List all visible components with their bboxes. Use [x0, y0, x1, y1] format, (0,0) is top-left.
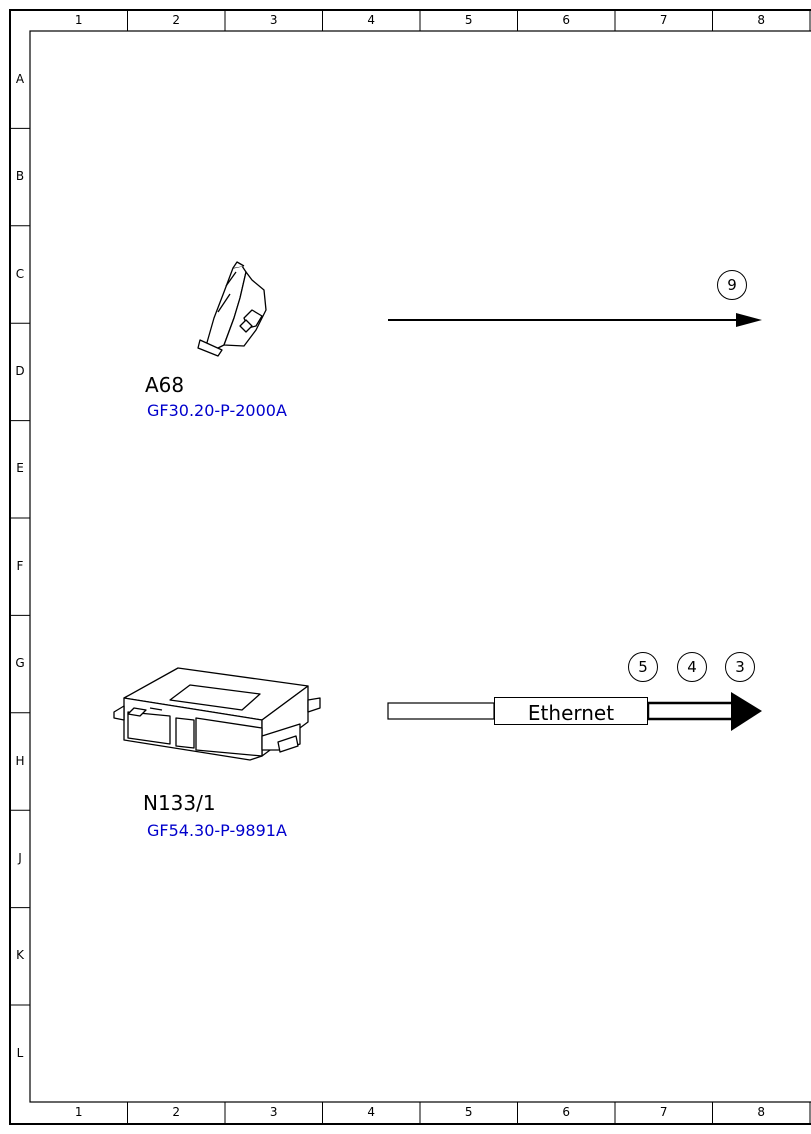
column-label-3: 3: [269, 1105, 278, 1119]
column-label-5: 5: [464, 13, 473, 27]
a68-pedal-icon: [197, 261, 267, 357]
row-label-J: J: [18, 850, 22, 865]
column-label-4: 4: [367, 1105, 376, 1119]
reference-circle-5[interactable]: 5: [628, 652, 658, 682]
component-n133-1-doc-link[interactable]: GF54.30-P-9891A: [147, 821, 287, 840]
arrowhead-9: [736, 313, 762, 327]
column-label-2: 2: [172, 13, 181, 27]
column-label-4: 4: [367, 13, 376, 27]
row-label-A: A: [15, 71, 25, 86]
row-label-H: H: [15, 753, 25, 768]
row-label-G: G: [15, 656, 25, 671]
column-label-1: 1: [74, 1105, 83, 1119]
row-label-C: C: [15, 266, 25, 281]
row-label-E: E: [16, 461, 24, 476]
row-label-B: B: [15, 169, 25, 184]
row-label-K: K: [16, 948, 24, 963]
inner-frame: [29, 30, 811, 1103]
column-label-8: 8: [757, 1105, 766, 1119]
bus-tail: [387, 702, 495, 720]
reference-circle-4[interactable]: 4: [677, 652, 707, 682]
n133-1-control-unit-icon: [113, 667, 321, 761]
reference-circle-3[interactable]: 3: [725, 652, 755, 682]
column-label-2: 2: [172, 1105, 181, 1119]
column-label-7: 7: [659, 13, 668, 27]
column-label-6: 6: [562, 13, 571, 27]
outer-frame: [9, 9, 811, 1125]
component-n133-1-label: N133/1: [143, 791, 216, 815]
column-label-1: 1: [74, 13, 83, 27]
column-label-3: 3: [269, 13, 278, 27]
row-label-F: F: [16, 558, 24, 573]
row-label-L: L: [16, 1045, 24, 1060]
ethernet-bus-label: Ethernet: [494, 697, 648, 725]
column-label-8: 8: [757, 13, 766, 27]
column-label-6: 6: [562, 1105, 571, 1119]
column-label-7: 7: [659, 1105, 668, 1119]
component-a68-doc-link[interactable]: GF30.20-P-2000A: [147, 401, 287, 420]
column-label-5: 5: [464, 1105, 473, 1119]
frame-ticks: [10, 10, 811, 1124]
row-label-D: D: [15, 363, 25, 378]
bus-arrowhead: [731, 692, 762, 731]
component-a68-label: A68: [145, 373, 185, 397]
reference-circle-9[interactable]: 9: [717, 270, 747, 300]
bus-head-body: [646, 701, 736, 721]
